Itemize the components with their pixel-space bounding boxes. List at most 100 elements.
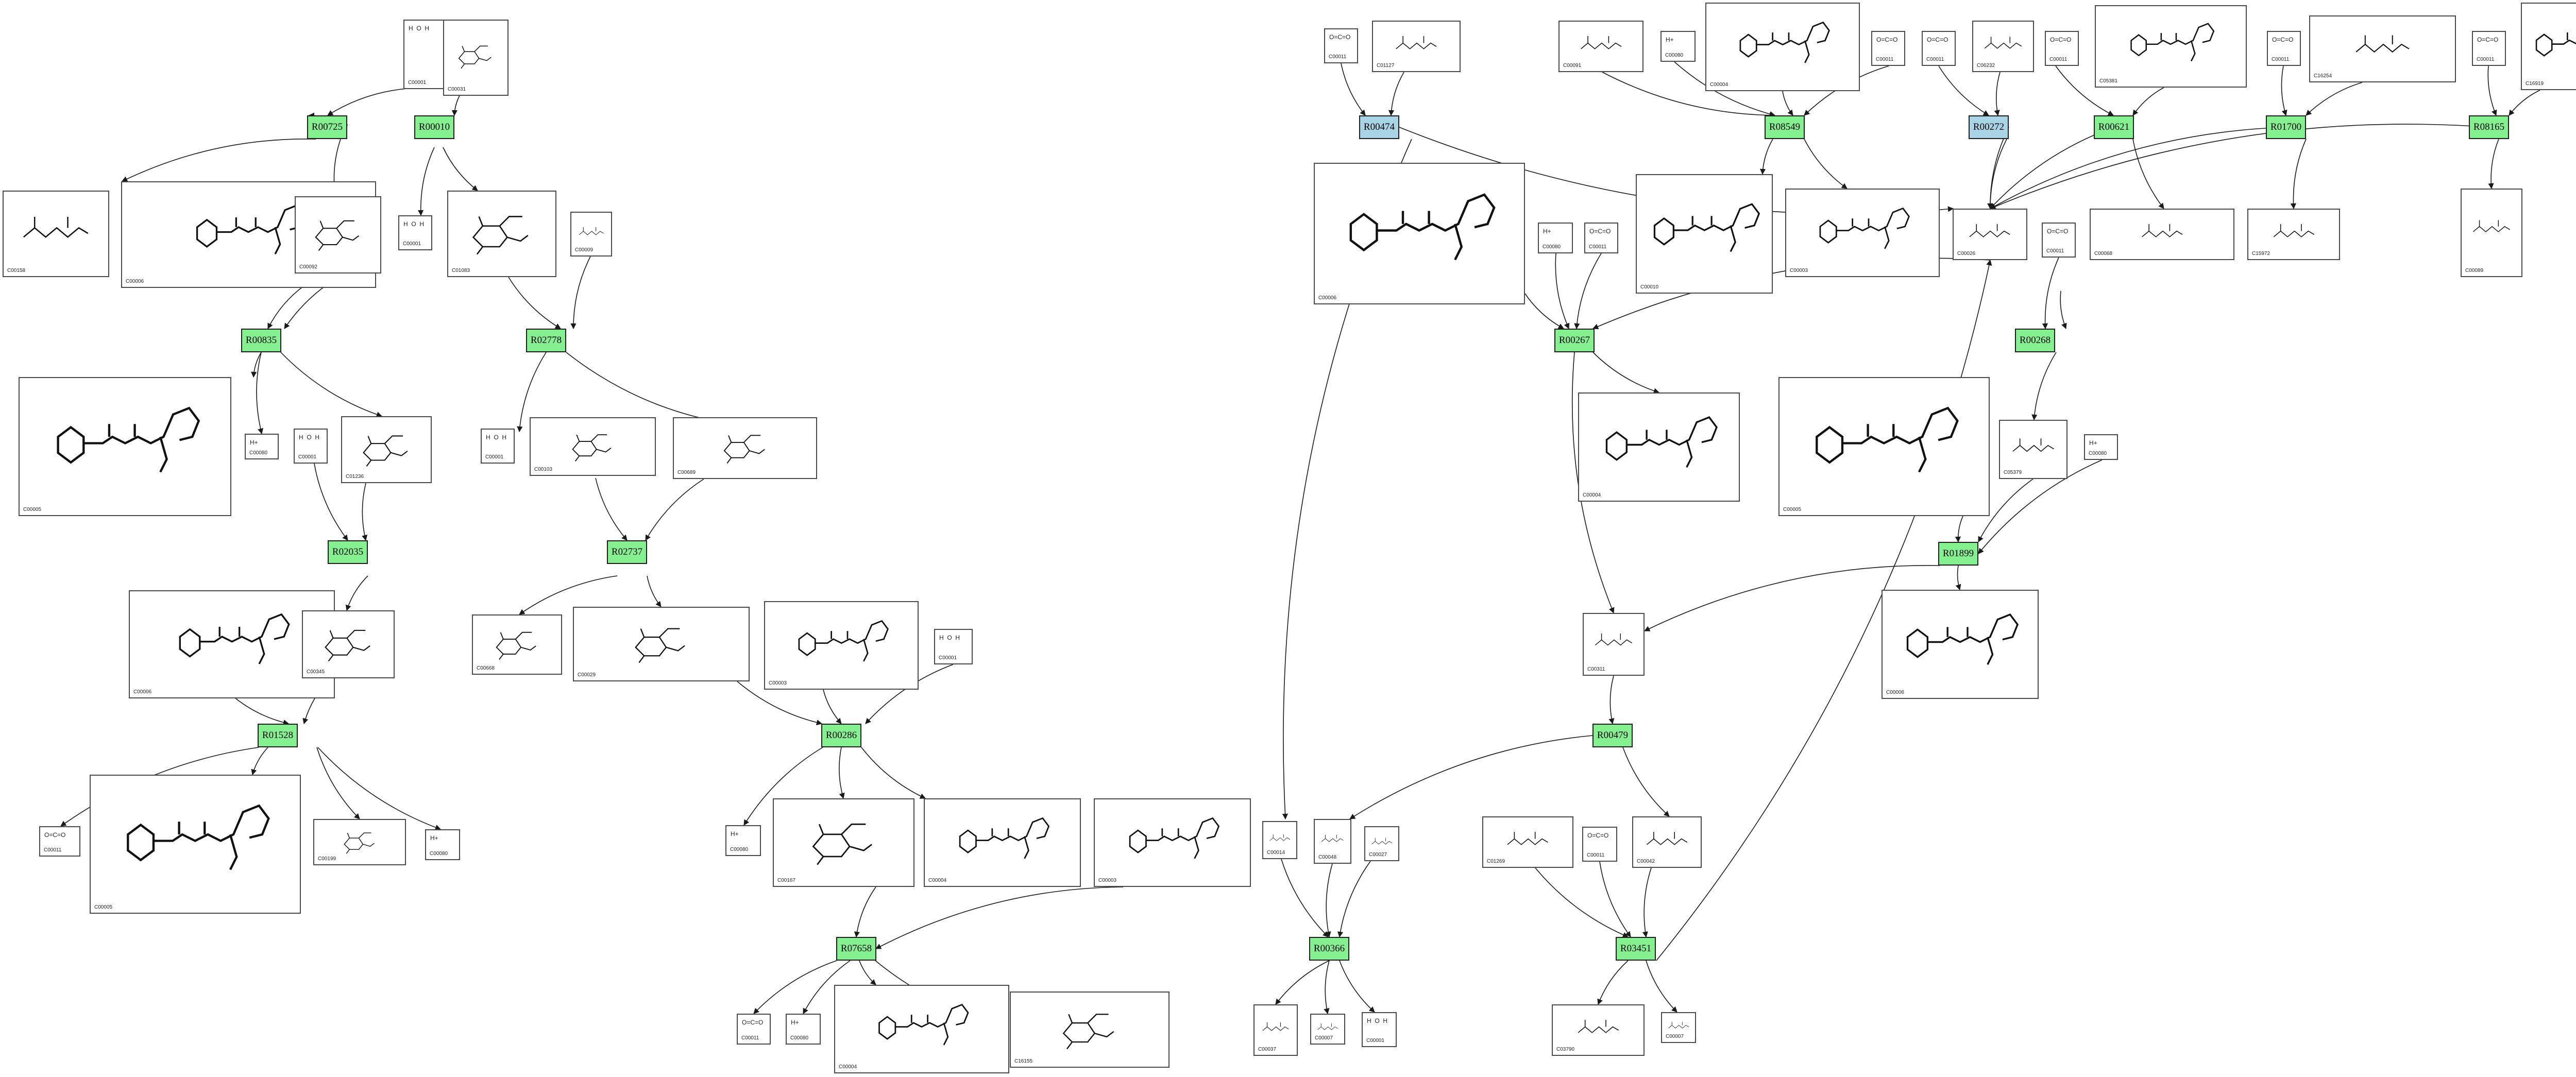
reaction-r00621[interactable]: R00621	[2094, 115, 2134, 139]
compound-c00005[interactable]: C00005	[90, 775, 301, 914]
compound-c00080[interactable]: H+C00080	[1538, 223, 1573, 253]
compound-c00009[interactable]: C00009	[570, 212, 612, 257]
compound-c00080[interactable]: H+C00080	[245, 434, 279, 459]
compound-c00048[interactable]: C00048	[1314, 819, 1351, 864]
compound-c00010[interactable]: C00010	[1636, 174, 1773, 294]
compound-c00007[interactable]: C00007	[1310, 1014, 1345, 1045]
compound-c00311[interactable]: C00311	[1583, 613, 1645, 676]
compound-c16919[interactable]: C16919	[2521, 3, 2576, 90]
compound-c15972[interactable]: C15972	[2247, 209, 2340, 260]
reaction-r00479[interactable]: R00479	[1592, 724, 1633, 747]
compound-c01127[interactable]: C01127	[1372, 21, 1461, 72]
compound-c00006[interactable]: C00006	[129, 590, 335, 698]
reaction-r02737[interactable]: R02737	[607, 540, 647, 564]
compound-formula: H+	[430, 834, 438, 842]
compound-c00003[interactable]: C00003	[764, 601, 919, 690]
reaction-r07658[interactable]: R07658	[836, 937, 876, 961]
compound-c00080[interactable]: H+C00080	[786, 1014, 821, 1045]
compound-c00345[interactable]: C00345	[302, 610, 395, 678]
compound-c00004[interactable]: C00004	[834, 985, 1009, 1073]
compound-c00092[interactable]: C00092	[295, 196, 381, 273]
compound-c00004[interactable]: C00004	[924, 798, 1081, 887]
reaction-r00366[interactable]: R00366	[1309, 937, 1349, 961]
compound-c01083[interactable]: C01083	[447, 191, 556, 277]
compound-c16254[interactable]: C16254	[2309, 15, 2456, 82]
compound-c00005[interactable]: C00005	[19, 377, 231, 516]
compound-c01236[interactable]: C01236	[341, 416, 432, 483]
compound-c00006[interactable]: C00006	[1314, 163, 1525, 304]
reaction-r00725[interactable]: R00725	[307, 115, 347, 139]
compound-c00026[interactable]: C00026	[1953, 209, 2027, 260]
compound-c00003[interactable]: C00003	[1785, 189, 1940, 277]
reaction-r01700[interactable]: R01700	[2266, 115, 2306, 139]
compound-c00003[interactable]: C00003	[1094, 798, 1251, 887]
reaction-r02778[interactable]: R02778	[526, 329, 566, 352]
compound-c00080[interactable]: H+C00080	[725, 825, 761, 856]
compound-c00199[interactable]: C00199	[313, 819, 406, 865]
reaction-r02035[interactable]: R02035	[328, 540, 368, 564]
compound-c01269[interactable]: C01269	[1482, 816, 1573, 868]
compound-c00103[interactable]: C00103	[530, 417, 656, 476]
compound-c00004[interactable]: C00004	[1578, 392, 1740, 502]
reaction-r01528[interactable]: R01528	[258, 724, 298, 747]
compound-c00007[interactable]: C00007	[1661, 1012, 1696, 1043]
compound-c16155[interactable]: C16155	[1010, 991, 1170, 1068]
compound-c00668[interactable]: C00668	[472, 614, 562, 675]
reaction-r00268[interactable]: R00268	[2015, 329, 2055, 352]
compound-c00005[interactable]: C00005	[1778, 377, 1990, 516]
compound-c00006[interactable]: C00006	[1882, 590, 2039, 699]
compound-c00167[interactable]: C00167	[773, 798, 914, 887]
reaction-r00474[interactable]: R00474	[1359, 115, 1399, 139]
compound-c00158[interactable]: C00158	[3, 191, 109, 277]
structure-icon	[1063, 1013, 1114, 1049]
reaction-r08165[interactable]: R08165	[2469, 115, 2509, 139]
reaction-r00286[interactable]: R00286	[821, 724, 861, 747]
compound-c00037[interactable]: C00037	[1253, 1004, 1298, 1056]
reaction-r03451[interactable]: R03451	[1616, 937, 1656, 961]
compound-c00080[interactable]: H+C00080	[2084, 434, 2118, 460]
compound-c03790[interactable]: C03790	[1552, 1004, 1645, 1056]
reaction-r00272[interactable]: R00272	[1969, 115, 2009, 139]
compound-c06232[interactable]: C06232	[1972, 21, 2034, 72]
compound-c00080[interactable]: H+C00080	[425, 829, 460, 860]
compound-c00089[interactable]: C00089	[2461, 189, 2522, 277]
compound-c00027[interactable]: C00027	[1364, 826, 1399, 861]
compound-c05379[interactable]: C05379	[1999, 420, 2067, 479]
pathway-edge	[1955, 516, 1963, 543]
compound-c00004[interactable]: C00004	[1705, 3, 1860, 91]
reaction-r01899[interactable]: R01899	[1938, 542, 1978, 566]
compound-formula: O=C=O	[2272, 36, 2294, 43]
compound-c00091[interactable]: C00091	[1558, 21, 1643, 72]
reaction-r08549[interactable]: R08549	[1765, 115, 1805, 139]
pathway-edge	[2132, 139, 2164, 209]
compound-id: C00001	[298, 454, 317, 460]
reaction-r00267[interactable]: R00267	[1554, 329, 1595, 352]
compound-id: C00011	[1876, 57, 1894, 62]
compound-c00014[interactable]: C00014	[1262, 821, 1297, 859]
compound-c05381[interactable]: C05381	[2095, 5, 2247, 88]
compound-c00029[interactable]: C00029	[573, 607, 750, 681]
compound-c00689[interactable]: C00689	[673, 417, 817, 479]
compound-c00042[interactable]: C00042	[1632, 816, 1702, 868]
compound-c00080[interactable]: H+C00080	[1660, 31, 1696, 62]
compound-c00068[interactable]: C00068	[2090, 209, 2234, 260]
reaction-r00010[interactable]: R00010	[414, 115, 454, 139]
reaction-r00835[interactable]: R00835	[241, 329, 281, 352]
compound-c00031[interactable]: C00031	[443, 20, 509, 96]
